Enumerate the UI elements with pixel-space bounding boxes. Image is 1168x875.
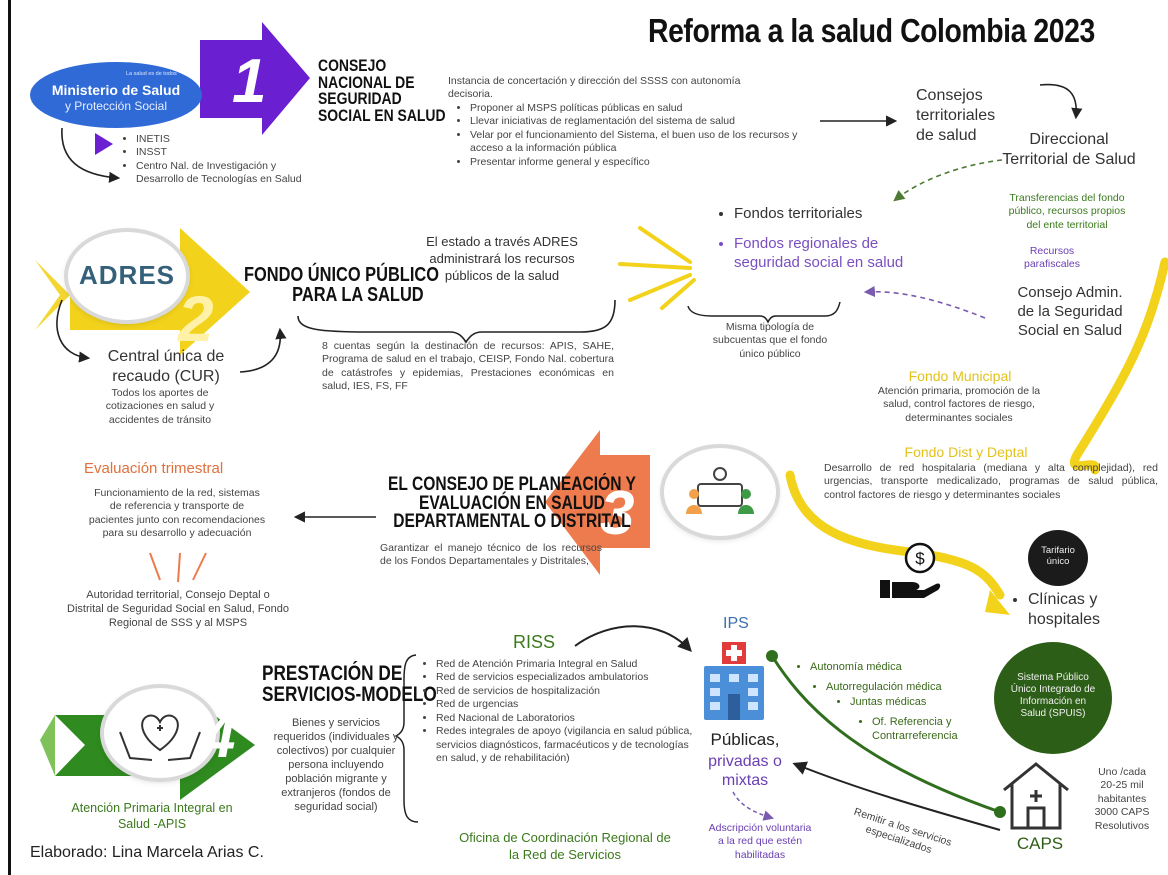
- meeting-icon-badge: [664, 448, 776, 536]
- ministry-name: Ministerio de Salud: [51, 82, 181, 98]
- section1-number: 1: [232, 47, 267, 116]
- entity-centro: Centro Nal. de Investigación yDesarrollo…: [136, 160, 376, 187]
- adres-logo: ADRES: [68, 232, 186, 320]
- section1-arrow-shape: [200, 22, 310, 135]
- entity-inetis: INETIS: [136, 133, 376, 146]
- riss-list: Red de Atención Primaria Integral en Sal…: [422, 658, 696, 766]
- section4-number: 4: [202, 703, 236, 770]
- garantizar-text: Garantizar el manejo técnico de los recu…: [380, 542, 602, 568]
- section3-number: 3: [600, 479, 635, 548]
- hospital-icon: [698, 642, 770, 722]
- section2-number: 2: [178, 283, 214, 355]
- heart-hands-icon: [119, 714, 201, 761]
- caps-title: CAPS: [1016, 834, 1064, 853]
- house-icon: [1000, 760, 1072, 832]
- ips-bullets: Autonomía médica Autorregulación médica …: [798, 660, 1010, 743]
- publicas-label: Públicas,: [710, 730, 780, 749]
- svg-text:$: $: [915, 549, 925, 568]
- left-border-line: [8, 0, 11, 875]
- ministry-entities: INETIS INSST Centro Nal. de Investigació…: [122, 133, 376, 187]
- purple-triangle-icon: [95, 133, 113, 155]
- fondos-list: Fondos territoriales Fondos regionales d…: [720, 204, 924, 273]
- ministry-logo-text: La salud es de todos: [126, 71, 177, 77]
- ministry-badge: La salud es de todos Ministerio de Salud…: [30, 62, 202, 128]
- ips-title: IPS: [723, 615, 749, 632]
- money-hand-icon: $: [880, 540, 942, 602]
- fondo-dist-title: Fondo Dist y Deptal: [904, 444, 1028, 460]
- yellow-sweep-line: [1069, 257, 1168, 475]
- author-credit: Elaborado: Lina Marcela Arias C.: [30, 844, 264, 861]
- yellow-burst-arrows: [618, 226, 696, 310]
- riss-title: RISS: [513, 632, 556, 652]
- page-title: Reforma a la salud Colombia 2023: [648, 12, 1095, 49]
- entity-insst: INSST: [136, 146, 376, 159]
- fondo-municipal-title: Fondo Municipal: [908, 368, 1012, 384]
- fondo-dist-desc: Desarrollo de red hospitalaria (mediana …: [824, 462, 1158, 501]
- section1-description: Instancia de concertación y dirección de…: [448, 75, 818, 169]
- fondos-regionales: Fondos regionales de seguridad social en…: [734, 234, 924, 273]
- evaluacion-title: Evaluación trimestral: [84, 460, 224, 477]
- meeting-icon: [686, 467, 754, 514]
- fondos-territoriales: Fondos territoriales: [734, 204, 924, 224]
- care-icon-badge: [104, 688, 216, 778]
- ministry-subname: y Protección Social: [64, 99, 168, 113]
- cuentas-text: 8 cuentas según la destinación de recurs…: [322, 340, 614, 393]
- section3-arrow-body: [545, 430, 650, 575]
